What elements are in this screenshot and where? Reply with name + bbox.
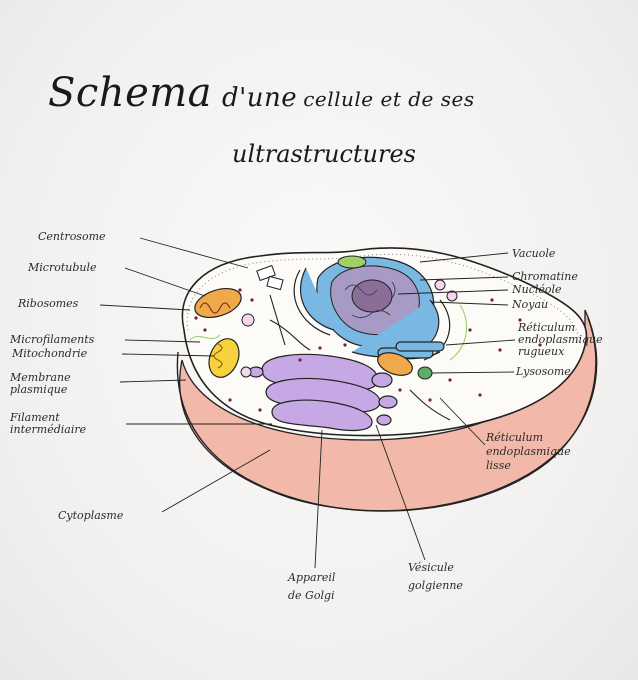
mitochondrion-1: [194, 287, 242, 319]
label-centrosome: Centrosome: [38, 230, 106, 243]
label-microfilaments: Microfilaments: [10, 333, 95, 346]
label-rer-line2: endoplasmique: [518, 333, 603, 346]
label-membrane-line1: Membrane: [10, 371, 71, 384]
nucleolus: [351, 279, 393, 313]
vacuole: [337, 255, 367, 269]
label-rer: Réticulum endoplasmique rugueux: [518, 322, 603, 358]
label-membrane: Membrane plasmique: [10, 372, 71, 396]
mitochondrion-3: [377, 352, 413, 376]
label-membrane-line2: plasmique: [10, 383, 68, 396]
title-word-dune: d'une: [222, 83, 298, 113]
label-lysosome: Lysosome: [516, 365, 571, 378]
label-filament: Filament intermédiaire: [10, 412, 86, 436]
label-rel-line1: Réticulum: [486, 431, 544, 444]
label-rel-line3: lisse: [486, 459, 511, 472]
label-appareil-line2: de Golgi: [288, 589, 335, 602]
mitochondrion-2: [208, 338, 240, 378]
label-rel: Réticulum endoplasmique lisse: [486, 432, 571, 472]
label-appareil: Appareil de Golgi: [288, 572, 335, 602]
cytoskeleton: [189, 294, 468, 421]
label-nucleole: Nucléole: [512, 283, 562, 296]
label-vacuole: Vacuole: [512, 247, 556, 260]
centrosome: [256, 264, 284, 291]
label-noyau: Noyau: [512, 298, 549, 311]
golgi-apparatus: [248, 353, 398, 432]
label-rer-line1: Réticulum: [518, 321, 576, 334]
label-microtubule: Microtubule: [28, 261, 97, 274]
label-ribosomes: Ribosomes: [18, 297, 79, 310]
leader-lines: [99, 237, 516, 569]
label-mitochondrie: Mitochondrie: [12, 347, 88, 360]
label-rel-line2: endoplasmique: [486, 445, 571, 458]
title-word-schema: Schema: [48, 70, 213, 116]
label-filament-line2: intermédiaire: [10, 423, 87, 436]
chromatin: [344, 281, 396, 319]
lysosome: [417, 366, 433, 380]
label-filament-line1: Filament: [10, 411, 60, 424]
label-rer-line3: rugueux: [518, 345, 565, 358]
cell-base-rim: [179, 309, 598, 512]
title-line-2: ultrastructures: [232, 140, 416, 168]
label-cytoplasme: Cytoplasme: [58, 509, 124, 522]
label-vesicule-line2: golgienne: [408, 579, 463, 592]
mitochondria: [194, 287, 413, 378]
title-rest: cellule et de ses: [303, 87, 475, 111]
label-appareil-line1: Appareil: [288, 571, 336, 584]
ribosomes: [194, 288, 542, 412]
label-chromatine: Chromatine: [512, 270, 578, 283]
label-vesicule: Vésicule golgienne: [408, 562, 463, 592]
label-vesicule-line1: Vésicule: [408, 561, 454, 574]
vacuoles-lysosomes: [240, 255, 458, 380]
